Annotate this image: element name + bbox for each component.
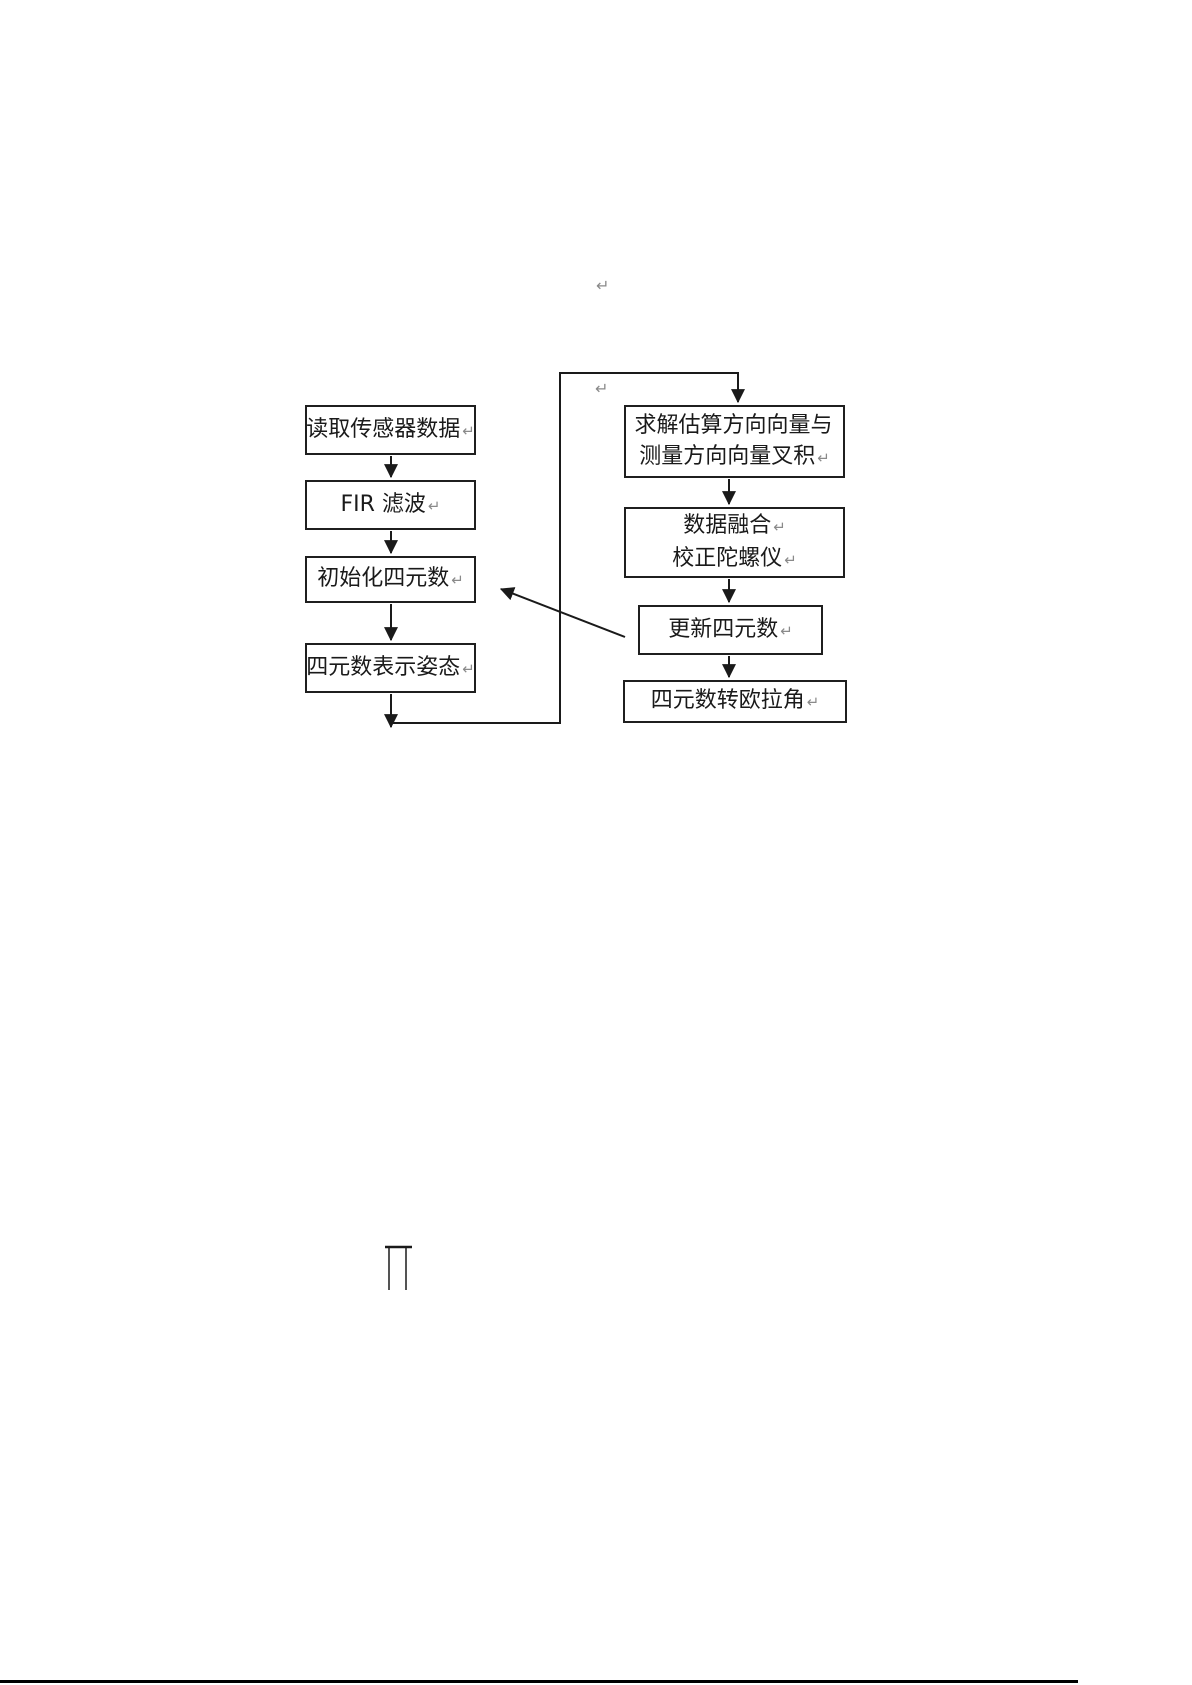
flow-box-label: 校正陀螺仪 [672, 545, 783, 571]
return-mark-icon: ↵ [462, 659, 475, 678]
flow-box-label: FIR 滤波 [340, 491, 426, 517]
flow-box-label: 初始化四元数 [317, 566, 450, 591]
flow-box-data-fusion-correct-gyro: 数据融合 ↵ 校正陀螺仪 ↵ [624, 507, 845, 578]
flow-box-solve-cross-product: 求解估算方向向量与 测量方向向量叉积 ↵ [624, 405, 845, 478]
return-mark-icon: ↵ [817, 448, 830, 467]
return-mark-icon: ↵ [595, 379, 609, 398]
loop-connector [391, 372, 745, 724]
flow-box-quaternion-attitude: 四元数表示姿态 ↵ [305, 643, 476, 693]
page-bottom-rule [0, 1680, 1078, 1683]
return-mark-icon: ↵ [427, 496, 441, 515]
flow-box-update-quaternion: 更新四元数 ↵ [638, 605, 823, 655]
flow-box-label: 四元数转欧拉角 [650, 688, 805, 713]
flow-box-label: 读取传感器数据 [306, 416, 461, 442]
flow-box-label: 更新四元数 [668, 616, 779, 642]
flow-box-read-sensor-data: 读取传感器数据 ↵ [305, 405, 476, 455]
return-mark-icon: ↵ [806, 693, 820, 711]
return-mark-icon: ↵ [451, 571, 464, 589]
flow-box-fir-filter: FIR 滤波 ↵ [305, 480, 476, 530]
flow-box-quaternion-to-euler: 四元数转欧拉角 ↵ [623, 680, 847, 723]
flow-box-init-quaternion: 初始化四元数 ↵ [305, 556, 476, 603]
return-mark-icon: ↵ [596, 276, 610, 295]
flow-box-label: 测量方向向量叉积 [639, 443, 816, 469]
flow-box-label: 数据融合 [683, 512, 772, 538]
feedback-arrow [499, 587, 626, 638]
return-mark-icon: ↵ [773, 517, 786, 536]
flow-box-label: 求解估算方向向量与 [634, 412, 833, 438]
pi-symbol [385, 1245, 412, 1290]
return-mark-icon: ↵ [780, 621, 793, 640]
return-mark-icon: ↵ [784, 550, 797, 569]
return-mark-icon: ↵ [462, 421, 475, 440]
flow-box-label: 四元数表示姿态 [306, 654, 461, 680]
